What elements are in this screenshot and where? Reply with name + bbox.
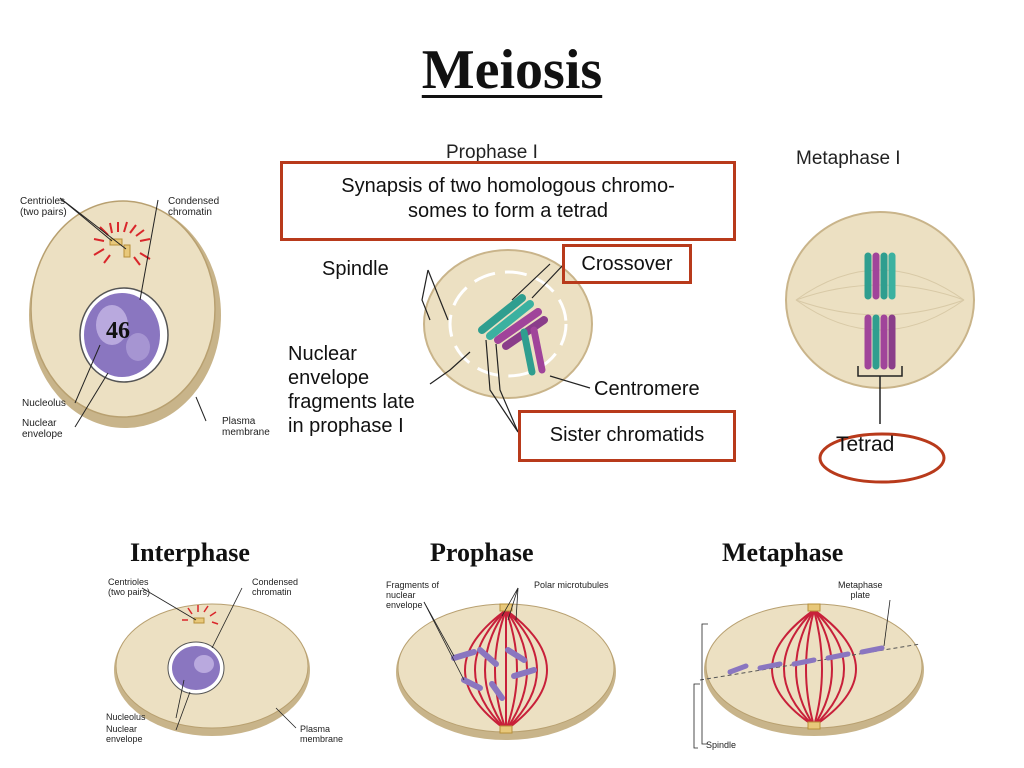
page-title: Meiosis bbox=[421, 39, 603, 101]
prophase-title: Prophase bbox=[430, 538, 534, 567]
cell-body bbox=[705, 603, 923, 729]
synapsis-text: Synapsis of two homologous chromo- somes… bbox=[341, 175, 675, 222]
interphase-nuclear-envelope-label: Nuclear envelope bbox=[106, 724, 143, 744]
spindle-label: Spindle bbox=[322, 258, 389, 280]
prophase-polar-microtubules-label: Polar microtubules bbox=[534, 580, 609, 590]
nuclear-envelope-label: Nuclear envelope bbox=[22, 418, 63, 440]
tetrad-highlight-oval bbox=[818, 432, 946, 484]
interphase-condensed-label: Condensed chromatin bbox=[252, 577, 299, 597]
leader-lines bbox=[423, 587, 519, 681]
top-left-cell-diagram bbox=[29, 197, 221, 428]
metaphase-spindle-label: Spindle bbox=[706, 740, 737, 750]
condensed-chromatin-label: Condensed chromatin bbox=[168, 196, 220, 218]
centrioles-label: Centrioles (two pairs) bbox=[20, 196, 67, 218]
centriole-rays bbox=[182, 605, 219, 625]
nuclear-envelope-fragments-label: Nuclear envelope fragments late in proph… bbox=[288, 343, 415, 437]
tetrad-label: Tetrad bbox=[836, 433, 895, 456]
interphase-title: Interphase bbox=[130, 538, 250, 567]
prophase-cell-diagram bbox=[396, 587, 616, 740]
metaphase-i-header: Metaphase I bbox=[796, 148, 901, 169]
chromosomes bbox=[727, 645, 885, 675]
prophase-i-header: Prophase I bbox=[446, 142, 538, 163]
spindle-fibres bbox=[771, 609, 857, 727]
metaphase-plate-label: Metaphase plate bbox=[838, 580, 883, 600]
cell-body bbox=[785, 211, 975, 389]
centriole-top bbox=[807, 603, 821, 612]
chromosomes bbox=[451, 647, 537, 701]
plasma-membrane-label: Plasma membrane bbox=[222, 416, 270, 438]
leader-lines bbox=[421, 263, 591, 433]
spindle-fibres bbox=[795, 269, 965, 331]
leader-lines bbox=[693, 599, 891, 749]
sister-chromatids-highlight-box bbox=[518, 410, 736, 462]
metaphase-title: Metaphase bbox=[722, 538, 844, 567]
centromere-label: Centromere bbox=[594, 378, 700, 400]
metaphase-cell-diagram bbox=[693, 599, 924, 749]
centriole-top bbox=[499, 603, 513, 612]
centriole-bottom bbox=[807, 721, 821, 730]
leader-lines bbox=[59, 197, 207, 428]
metaphase-i-cell-diagram bbox=[785, 211, 975, 484]
interphase-centrioles-label: Centrioles (two pairs) bbox=[108, 577, 151, 597]
nucleolus-label: Nucleolus bbox=[22, 398, 66, 409]
nuclear-envelope-fragments bbox=[448, 270, 568, 378]
tetrad-chromosomes bbox=[864, 252, 896, 370]
interphase-nucleolus-label: Nucleolus bbox=[106, 712, 146, 722]
prophase-i-cell-diagram bbox=[421, 249, 593, 433]
chromosomes bbox=[478, 294, 548, 376]
interphase-cell-diagram bbox=[114, 587, 310, 736]
leader-lines bbox=[141, 587, 297, 731]
crossover-highlight-box bbox=[562, 244, 692, 284]
interphase-plasma-membrane-label: Plasma membrane bbox=[300, 724, 344, 744]
prophase-fragments-label: Fragments of nuclear envelope bbox=[386, 580, 440, 610]
centriole-bottom bbox=[499, 725, 513, 734]
tetrad-bracket bbox=[857, 366, 903, 424]
crossover-label: Crossover bbox=[581, 253, 673, 275]
chromosome-count-label: 46 bbox=[106, 318, 130, 344]
synapsis-highlight-box bbox=[280, 161, 736, 241]
sister-chromatids-label: Sister chromatids bbox=[549, 424, 705, 446]
